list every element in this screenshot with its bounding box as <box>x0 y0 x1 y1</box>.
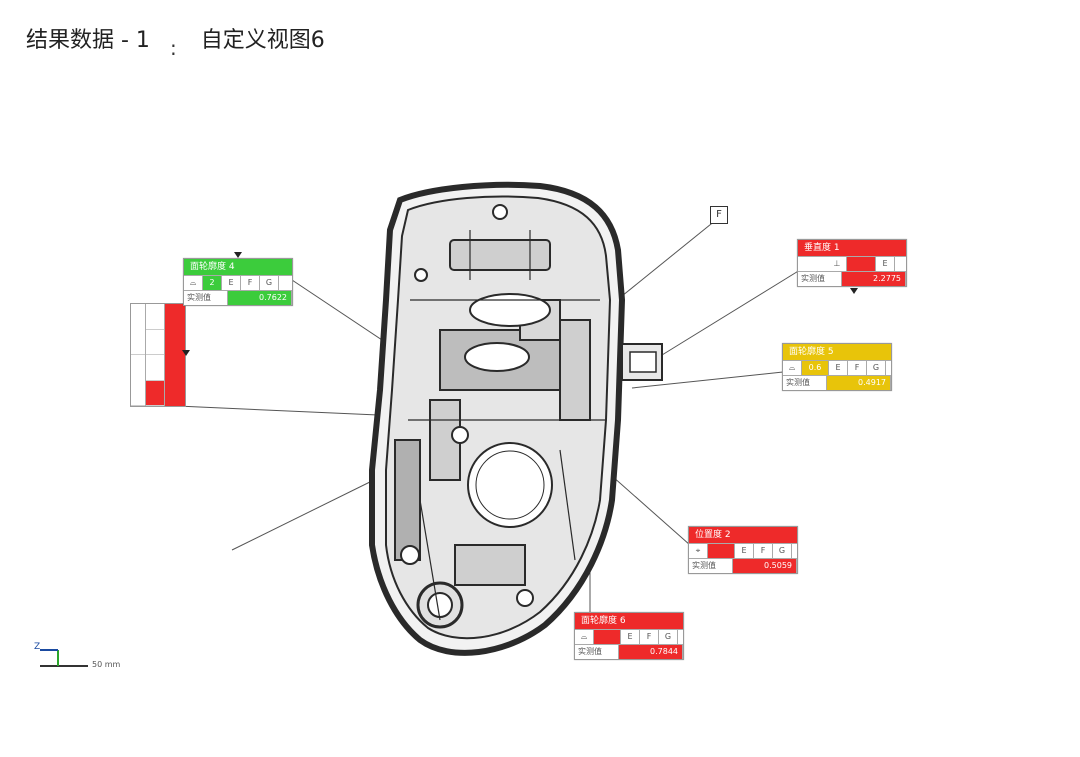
axis-scale-widget: Z 50 mm <box>34 642 124 672</box>
view-name: 自定义视图6 <box>200 28 325 53</box>
title-separator: : <box>169 36 177 60</box>
leader-green <box>291 279 383 341</box>
leader-red-mid <box>611 475 691 546</box>
leader-small <box>231 477 379 551</box>
marker-green <box>234 252 242 258</box>
vertical-callout[interactable] <box>130 303 186 407</box>
callout-red-top[interactable]: 垂直度 1 ⊥ E 实测值 2.2775 <box>797 239 907 287</box>
callout-red-bottom[interactable]: 面轮廓度 6 ⌓ E F G 实测值 0.7844 <box>574 612 684 660</box>
datum-tag-f[interactable]: F <box>710 206 728 224</box>
page-title: 结果数据 - 1 : 自定义视图6 <box>26 22 325 60</box>
leader-lines <box>154 219 801 612</box>
axis-z-label: Z <box>34 642 41 652</box>
leader-yellow <box>631 371 784 389</box>
callout-green[interactable]: 面轮廓度 4 ⌓ 2 E F G 实测值 0.7622 <box>183 258 293 306</box>
marker-vertical <box>182 350 190 356</box>
callout-yellow[interactable]: 面轮廓度 5 ⌓ 0.6 E F G 实测值 0.4917 <box>782 343 892 391</box>
callout-red-mid[interactable]: 位置度 2 ⌖ E F G 实测值 0.5059 <box>688 526 798 574</box>
marker-red-top <box>850 288 858 294</box>
callout-green-value: 0.7622 <box>228 291 292 305</box>
axis-triad <box>40 649 88 667</box>
part-model <box>369 181 663 656</box>
scale-text: 50 mm <box>92 660 121 669</box>
callout-green-header: 面轮廓度 4 <box>184 259 292 275</box>
leader-red-top <box>661 269 801 356</box>
callout-green-row: ⌓ 2 E F G <box>184 275 292 290</box>
report-label: 结果数据 - 1 <box>26 28 150 53</box>
leader-vertical <box>154 404 379 416</box>
leader-f <box>621 219 717 297</box>
